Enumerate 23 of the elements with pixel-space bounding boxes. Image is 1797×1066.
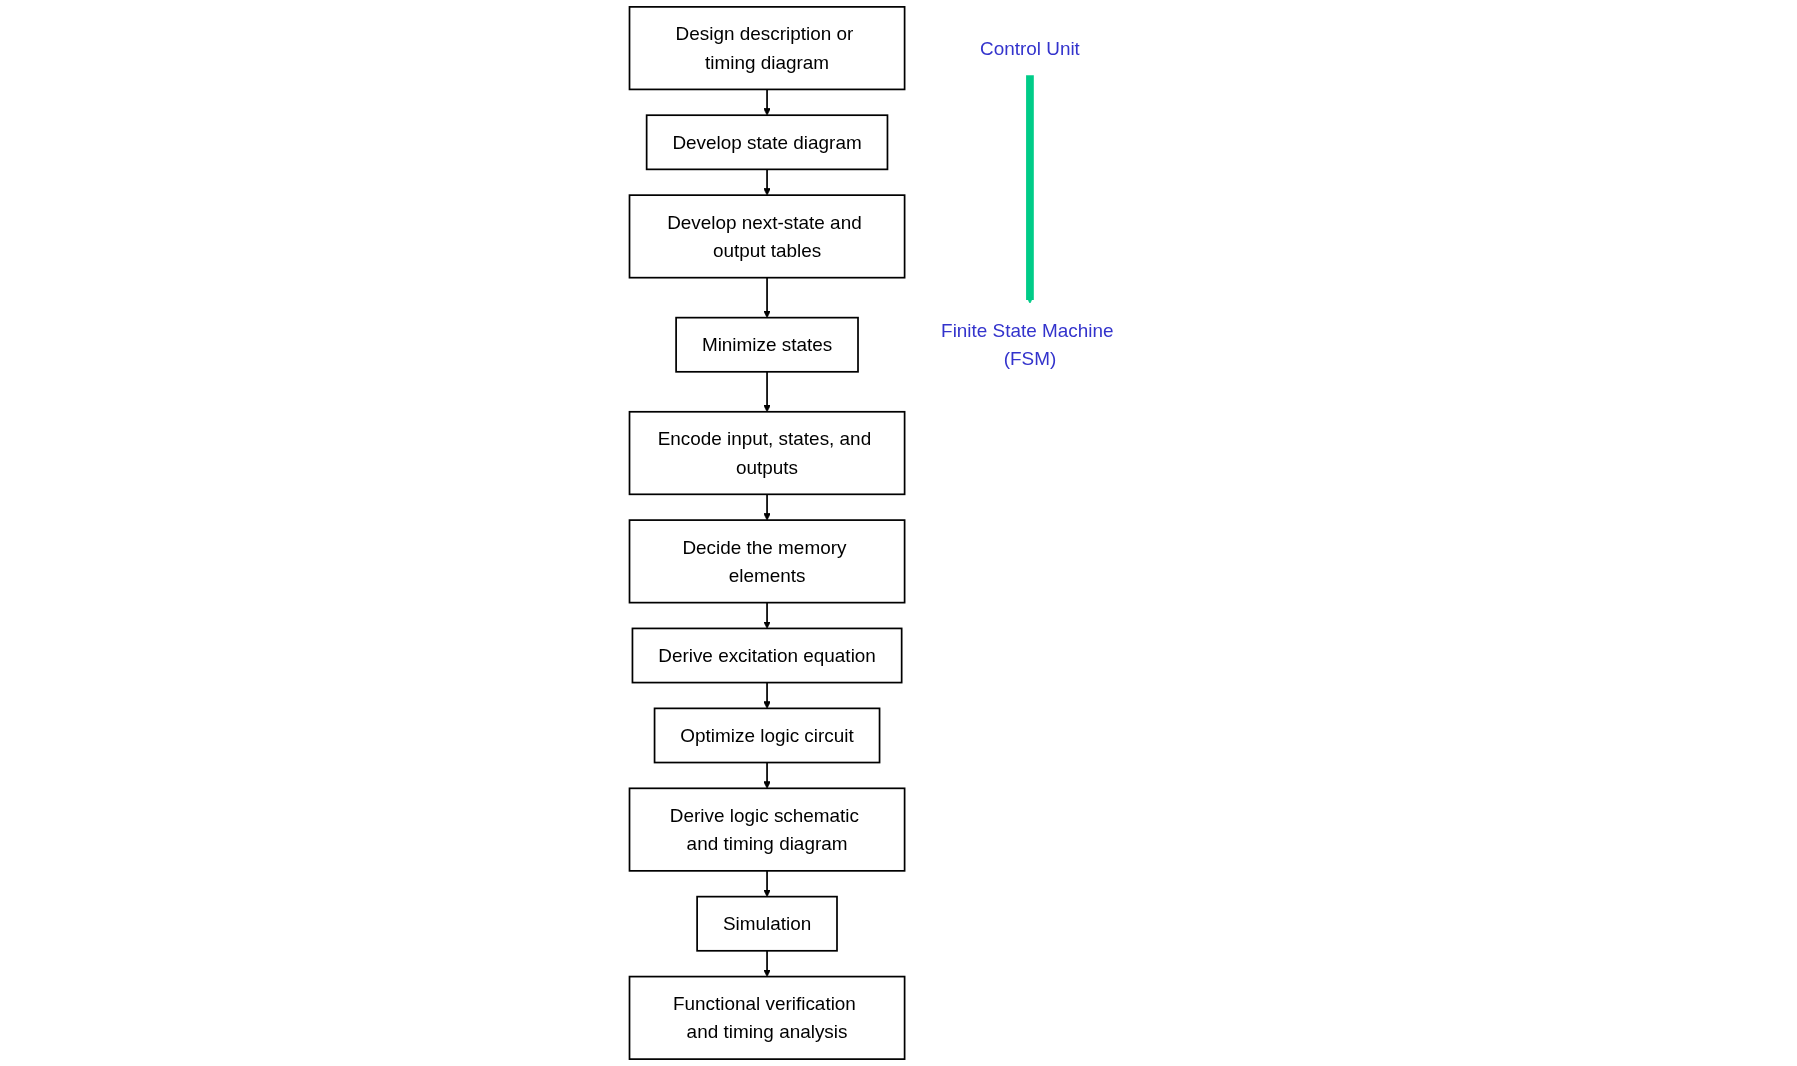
node-text: Control Unit — [980, 37, 1080, 59]
arrow — [763, 88, 771, 116]
node-box: Derive logic schematic and timing diagram — [628, 787, 906, 872]
node-box: Functional verification and timing analysis — [628, 975, 906, 1060]
arrow — [763, 870, 771, 897]
node-box: Encode input, states, and outputs — [628, 410, 906, 496]
arrow — [763, 493, 771, 521]
node-box: Develop next-state and output tables — [628, 194, 906, 279]
node-box: Develop state diagram — [645, 114, 889, 171]
arrow — [763, 761, 771, 789]
node-text: Finite State Machine (FSM) — [941, 319, 1114, 370]
arrow — [763, 168, 771, 196]
arrow — [763, 276, 771, 318]
node-box: Derive excitation equation — [631, 627, 903, 684]
node-box: Simulation — [696, 895, 838, 952]
node-box: Optimize logic circuit — [653, 707, 881, 764]
node-box: Minimize states — [675, 316, 859, 373]
arrow — [763, 949, 771, 977]
arrow — [763, 681, 771, 709]
node-box: Decide the memory elements — [628, 519, 906, 604]
node-box: Design description or timing diagram — [628, 6, 906, 91]
arrow — [763, 601, 771, 629]
arrow — [763, 370, 771, 413]
